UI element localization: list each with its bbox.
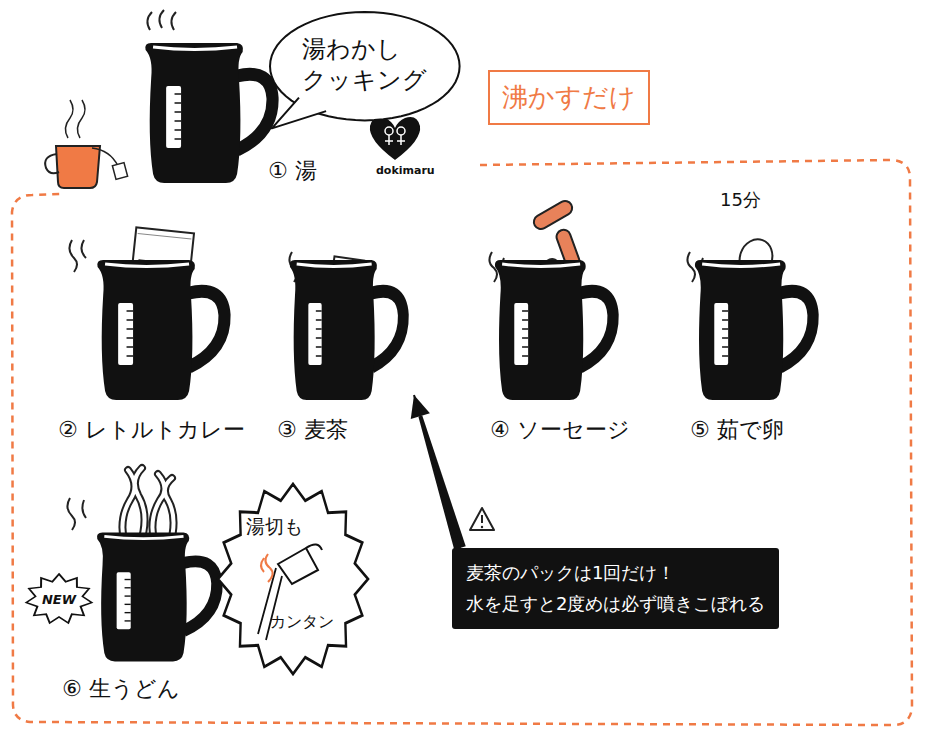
bubble-text: カンタン [270, 612, 334, 633]
speech-bubble: 湯わかし クッキング [268, 10, 462, 122]
warning-icon [470, 508, 494, 530]
tea-mug [45, 100, 127, 188]
new-burst: NEW [26, 574, 92, 624]
logo-heart [370, 117, 420, 160]
kettle-node: ④ ソーセージ [490, 255, 620, 405]
step-label: ④ ソーセージ [490, 415, 630, 445]
kettle-shape [140, 38, 280, 188]
kettle-node: ⑤ 茹で卵 [690, 255, 820, 405]
kettle-node: ① 湯 [140, 38, 280, 188]
step-label: ⑥ 生うどん [62, 674, 180, 704]
warning-box: 麦茶のパックは1回だけ！水を足すと2度めは必ず噴きこぼれる [452, 548, 779, 629]
warning-text: 麦茶のパックは1回だけ！ [466, 558, 765, 589]
step-label: ⑤ 茹で卵 [690, 415, 784, 445]
kettle-node: ③ 麦茶 [285, 255, 410, 405]
spiky-bubble: 湯切もカンタン [218, 484, 368, 674]
steam [69, 240, 86, 272]
dashed-region [12, 160, 912, 725]
step-label: ① 湯 [268, 156, 317, 186]
tag-box: 沸かすだけ [488, 70, 650, 125]
steam [147, 10, 176, 30]
logo-text: dokimaru [376, 164, 435, 177]
step-label: ③ 麦茶 [277, 415, 348, 445]
kettle-shape [690, 255, 820, 405]
pointer-arrow [411, 395, 466, 550]
burst-text: NEW [42, 592, 76, 607]
kettle-shape [92, 528, 224, 666]
bubble-text: 湯わかし クッキング [302, 34, 432, 96]
bubble-text: 湯切も [246, 514, 303, 540]
steam [67, 498, 86, 530]
step-label: ② レトルトカレー [58, 415, 245, 445]
warning-text: 水を足すと2度めは必ず噴きこぼれる [466, 589, 765, 620]
kettle-node: ⑥ 生うどん [92, 528, 224, 666]
kettle-shape [285, 255, 410, 405]
time-label: 15分 [720, 188, 761, 212]
kettle-shape [92, 255, 232, 405]
pot-sketch [218, 484, 368, 674]
kettle-shape [490, 255, 620, 405]
kettle-node: ② レトルトカレー [92, 255, 232, 405]
tag-text: 沸かすだけ [502, 80, 636, 115]
